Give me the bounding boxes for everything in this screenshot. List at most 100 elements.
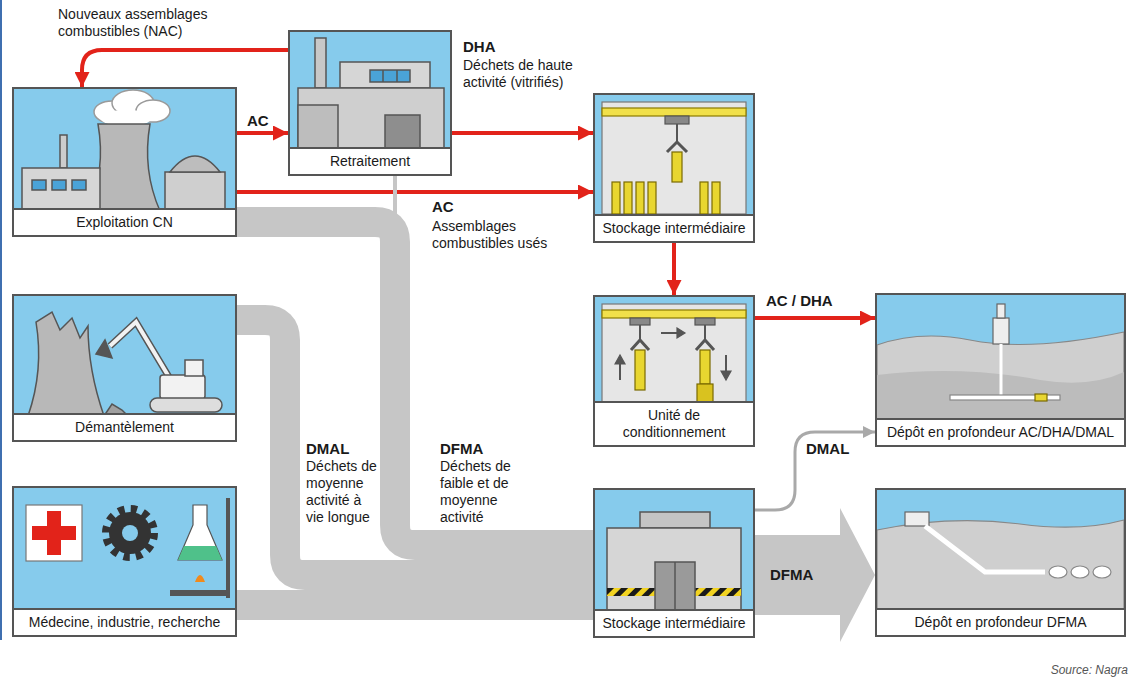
interim-storage-icon-part (700, 182, 708, 214)
waste-storage-building-icon-part (607, 588, 655, 596)
box-background-part (12, 294, 237, 442)
reprocessing-plant-icon-part (370, 70, 410, 82)
deep-repository-icon-part (997, 304, 1005, 318)
conditioning-icon-part (631, 340, 649, 350)
interim-storage-icon-part (648, 182, 656, 214)
sources-box: Médecine, industrie, recherche (12, 486, 237, 637)
interim-storage-icon-part (624, 182, 632, 214)
waste-storage-building-icon (607, 512, 741, 612)
low-level-repository-icon-part (1093, 566, 1111, 578)
low-level-repository-icon-part (877, 520, 1124, 635)
interim-storage-icon-part (676, 124, 678, 142)
reprocessing-plant-icon-part (382, 70, 384, 82)
flow-label: Déchets de haute activité (vitrifiés) (463, 57, 585, 91)
flow-arrow (237, 190, 593, 194)
medicine-industry-research-icon-part (195, 575, 205, 582)
box-label: Stockage intermédiaire (595, 609, 753, 636)
flow-label: DFMA (770, 566, 813, 583)
flow-label: DHA (463, 38, 496, 55)
low-level-repository-icon-part (925, 526, 1045, 572)
low-level-repository-icon (877, 512, 1124, 635)
flow-arrow (237, 131, 288, 135)
interim-storage-icon-part (667, 142, 687, 152)
box-label: Unité de conditionnement (595, 401, 753, 445)
box-background-part (593, 295, 755, 447)
conditioning-icon-part (635, 350, 645, 390)
dismantling-icon-part (150, 398, 222, 412)
medicine-industry-research-icon-part (178, 505, 222, 560)
box-label: Retraitement (290, 147, 450, 174)
reprocessing-plant-icon-part (396, 70, 398, 82)
flow-label: DMAL (306, 440, 349, 457)
interim-storage-icon-part (602, 102, 746, 214)
deep-repository-icon (877, 304, 1124, 445)
medicine-industry-research-icon-part (109, 512, 151, 554)
flow-label: DFMA (440, 440, 483, 457)
conditioning-icon-part (695, 318, 715, 325)
interim-storage-icon-part (665, 116, 689, 124)
waste-storage-building-icon-part (674, 562, 676, 612)
deep-repository-box: Dépôt en profondeur DFMA (875, 488, 1126, 637)
conditioning-icon-part (661, 332, 678, 334)
flow-label: AC (247, 112, 269, 129)
dismantling-icon-part (185, 360, 203, 376)
conditioning-box: Unité de conditionnement (593, 295, 755, 447)
reprocessing-plant-icon-part (340, 62, 430, 88)
low-level-repository-icon-part (905, 512, 929, 526)
power-plant-icon-part (165, 172, 225, 211)
medicine-industry-research-icon-part (122, 525, 138, 541)
waste-storage-building-icon-part (607, 528, 741, 612)
conditioning-icon-part (630, 318, 650, 325)
dismantling-icon-part (110, 322, 172, 382)
interim-storage-icon-part (712, 182, 720, 214)
dismantling-box: Démantèlement (12, 294, 237, 442)
power-plant-icon-part (22, 168, 100, 211)
deep-repository-icon-part (877, 332, 1124, 445)
conditioning-icon-part (725, 355, 727, 373)
conditioning-icon-part (639, 325, 641, 340)
dismantling-icon-part (160, 375, 205, 399)
deep-repository-box: Dépôt en profondeur AC/DHA/DMAL (875, 293, 1126, 447)
box-background-part (875, 488, 1126, 637)
deep-repository-icon-part (993, 318, 1009, 344)
waste-flow-arrow (755, 432, 875, 510)
dismantling-icon-part (110, 322, 172, 382)
conditioning-icon-part (677, 328, 685, 338)
box-background-part (593, 93, 755, 243)
frame-line (0, 0, 2, 640)
box-label: Stockage intermédiaire (595, 214, 753, 241)
conditioning-icon-part (619, 362, 621, 380)
frame-line-part (0, 0, 2, 640)
medicine-industry-research-icon-part (226, 498, 230, 598)
low-level-repository-icon-part (1071, 566, 1089, 578)
flow-arrow (452, 131, 593, 135)
power-plant-icon-part (32, 180, 46, 190)
conditioning-icon-part (615, 355, 625, 364)
medicine-industry-research-icon-part (178, 546, 222, 560)
conditioning-icon-part (696, 340, 714, 350)
deep-repository-icon-part (1035, 394, 1047, 401)
interim-storage-icon-part (672, 152, 682, 182)
box-label: Médecine, industrie, recherche (14, 608, 235, 635)
waste-storage-building-icon-part (655, 562, 695, 612)
interim-storage-icon-part (602, 108, 746, 116)
flow-label: DMAL (806, 440, 849, 457)
deep-repository-icon-part (1000, 344, 1003, 396)
waste-flow-band (237, 320, 593, 575)
power-plant-icon-part (52, 180, 66, 190)
box-background-part (875, 293, 1126, 447)
interim-storage-icon-part (636, 182, 644, 214)
flow-label: Déchets de faible et de moyenne activité (440, 458, 542, 526)
box-label: Exploitation CN (14, 208, 235, 235)
box-label: Dépôt en profondeur AC/DHA/DMAL (877, 418, 1124, 445)
waste-flow-line (393, 176, 397, 214)
waste-flow-band (237, 590, 593, 620)
box-background-part (288, 30, 452, 176)
medicine-industry-research-icon-part (106, 509, 154, 557)
reprocessing-box: Retraitement (288, 30, 452, 176)
flow-label: Assemblages combustibles usés (432, 218, 550, 252)
dismantling-icon (28, 312, 222, 416)
reprocessing-plant-icon-part (298, 105, 338, 150)
